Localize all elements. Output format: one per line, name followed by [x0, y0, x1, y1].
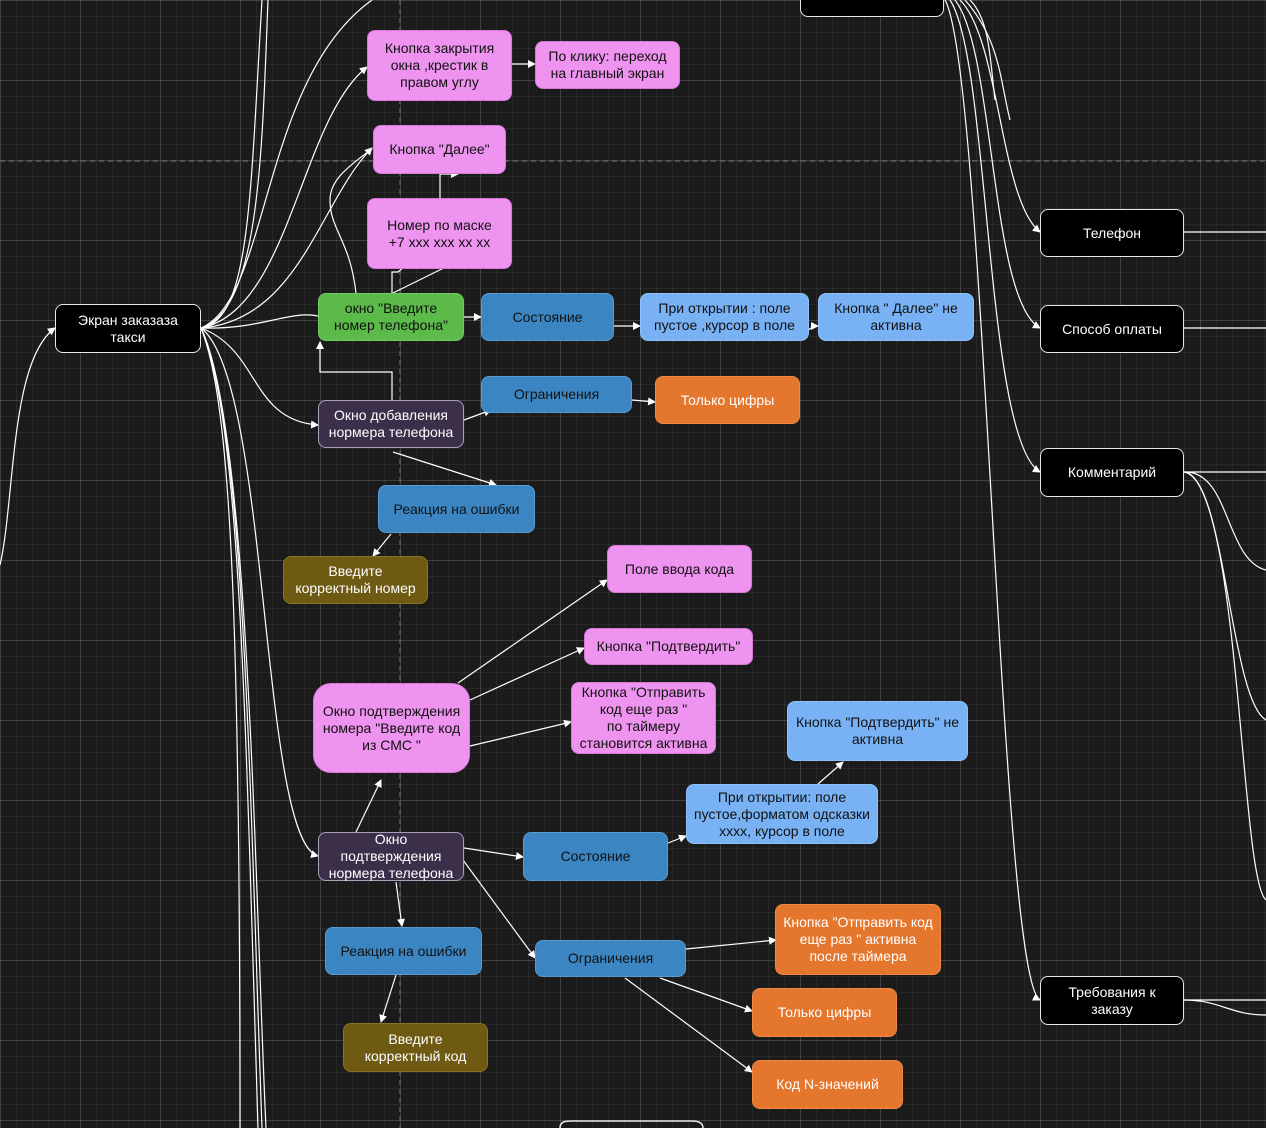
node-next-inactive[interactable]: Кнопка " Далее" не активна [818, 293, 974, 341]
node-resend-active[interactable]: Кнопка "Отправить код еще раз " активна … [775, 904, 941, 975]
node-payment[interactable]: Способ оплаты [1040, 305, 1184, 353]
node-errors-1[interactable]: Реакция на ошибки [378, 485, 535, 533]
node-state-1[interactable]: Состояние [481, 293, 614, 341]
node-correct-number[interactable]: Введите корректный номер [283, 556, 428, 604]
node-limits-1[interactable]: Ограничения [481, 376, 632, 413]
node-confirm-inactive[interactable]: Кнопка "Подтвердить" не активна [787, 701, 968, 761]
node-open-state-2[interactable]: При открытии: поле пустое,форматом одска… [686, 784, 878, 844]
node-phone-mask[interactable]: Номер по маске +7 xxx xxx xx xx [367, 198, 512, 269]
node-n-values[interactable]: Код N-значений [752, 1060, 903, 1109]
partial-top-node[interactable] [800, 0, 944, 17]
node-correct-code[interactable]: Введите корректный код [343, 1023, 488, 1072]
node-root-taxi-screen[interactable]: Экран заказаза такси [55, 304, 201, 353]
node-close-button[interactable]: Кнопка закрытия окна ,крестик в правом у… [367, 30, 512, 101]
node-resend-button[interactable]: Кнопка "Отправить код еще раз " по тайме… [571, 682, 716, 754]
node-errors-2[interactable]: Реакция на ошибки [325, 927, 482, 975]
node-open-state-1[interactable]: При открытии : поле пустое ,курсор в пол… [640, 293, 809, 341]
node-next-button[interactable]: Кнопка "Далее" [373, 125, 506, 174]
node-phone[interactable]: Телефон [1040, 209, 1184, 257]
node-limits-2[interactable]: Ограничения [535, 940, 686, 977]
node-confirm-button[interactable]: Кнопка "Подтвердить" [584, 628, 753, 665]
node-add-phone-window[interactable]: Окно добавления нормера телефона [318, 400, 464, 448]
node-digits-only-1[interactable]: Только цифры [655, 376, 800, 424]
node-code-field[interactable]: Поле ввода кода [607, 545, 752, 593]
node-comment[interactable]: Комментарий [1040, 448, 1184, 497]
node-close-click[interactable]: По клику: переход на главный экран [535, 41, 680, 89]
node-state-2[interactable]: Состояние [523, 832, 668, 881]
node-enter-phone-window[interactable]: окно "Введите номер телефона" [318, 293, 464, 341]
node-confirm-number-window[interactable]: Окно подтверждения нормера телефона [318, 831, 464, 881]
node-confirm-sms-window[interactable]: Окно подтверждения номера "Введите код и… [313, 683, 470, 773]
node-digits-only-2[interactable]: Только цифры [752, 988, 897, 1037]
node-requirements[interactable]: Требования к заказу [1040, 976, 1184, 1025]
